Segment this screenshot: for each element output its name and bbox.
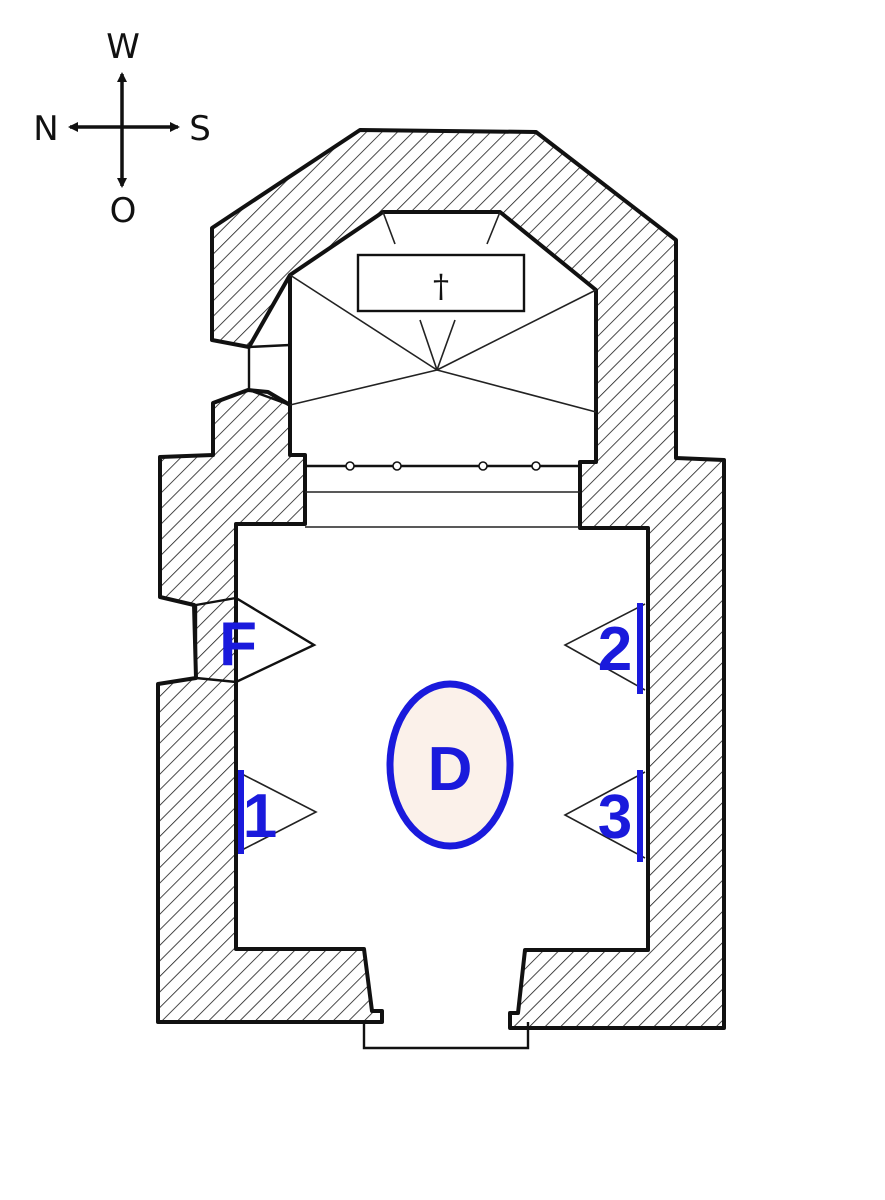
window-north-font xyxy=(194,596,317,684)
window-niche-1 xyxy=(237,771,318,853)
compass-label-west: W xyxy=(106,27,140,67)
chancel-north-opening xyxy=(247,343,291,407)
label-position-1: 1 xyxy=(243,782,277,851)
label-position-3: 3 xyxy=(598,783,632,852)
annotations: F D 1 2 3 xyxy=(219,603,643,862)
window-niche-3 xyxy=(563,771,646,859)
altar-cross-icon: † xyxy=(433,267,449,305)
label-font: F xyxy=(219,610,257,679)
chancel-vault-lines xyxy=(289,211,597,413)
label-position-2: 2 xyxy=(598,615,632,684)
compass: W N S O xyxy=(33,27,211,231)
center-ellipse xyxy=(386,680,514,850)
compass-label-north: N xyxy=(33,109,58,149)
entrance-threshold xyxy=(362,1022,530,1050)
compass-label-south: S xyxy=(189,109,211,149)
chancel-step xyxy=(305,461,580,528)
building-walls xyxy=(156,128,726,1030)
compass-label-east: O xyxy=(110,191,137,231)
label-center: D xyxy=(428,735,473,804)
window-niche-2 xyxy=(563,603,646,691)
altar: † xyxy=(356,253,526,313)
